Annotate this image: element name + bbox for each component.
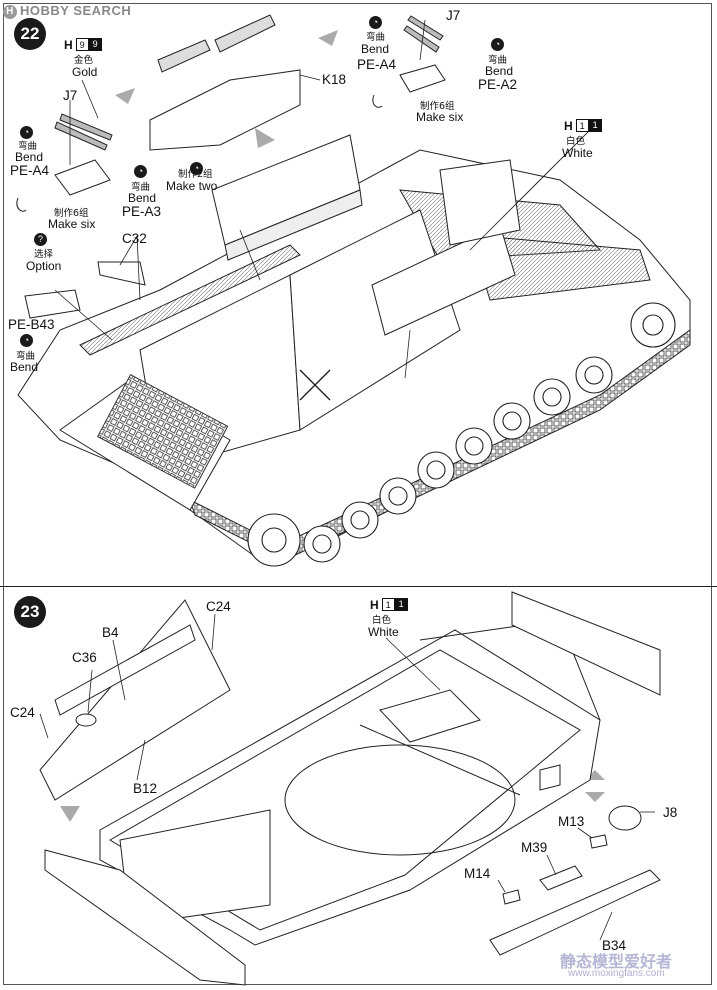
pe-a3-cn: 弯曲 — [131, 182, 151, 193]
page-frame — [3, 3, 712, 985]
paint-number-2: 1 — [588, 119, 602, 132]
bend-right-en: Bend — [361, 42, 390, 56]
white-cn-22: 白色 — [566, 136, 586, 147]
make-six-right-en: Make six — [416, 110, 464, 124]
option-en: Option — [26, 259, 62, 273]
paint-number-1: 1 — [381, 598, 395, 611]
step-22-badge: 22 — [14, 18, 46, 50]
k18-label: K18 — [322, 72, 347, 87]
pe-a4-right-label: PE-A4 — [357, 57, 397, 72]
make-two-en: Make two — [166, 179, 218, 193]
pe-a2-label: PE-A2 — [478, 77, 518, 92]
white-paint-code-22: H 1 1 — [564, 118, 602, 133]
c24-top-label: C24 — [206, 599, 231, 614]
small-parts-23 — [75, 713, 642, 905]
m14-label: M14 — [464, 866, 491, 881]
bend-icon: ◔ — [491, 38, 504, 51]
watermark-brand: HOBBY SEARCH — [20, 3, 132, 18]
white-paint-code-23: H 1 1 — [370, 597, 408, 612]
white-cn-23: 白色 — [372, 615, 392, 626]
step-23-badge: 23 — [14, 596, 46, 628]
bend-left-cn: 弯曲 — [18, 141, 38, 152]
paint-brand: H — [564, 118, 573, 133]
j8-label: J8 — [663, 805, 678, 820]
paint-number-2: 1 — [394, 598, 408, 611]
make-six-left-en: Make six — [48, 217, 96, 231]
b12-label: B12 — [133, 781, 158, 796]
bend-left-en: Bend — [15, 150, 44, 164]
pe-parts — [16, 64, 446, 319]
paint-brand: H — [370, 597, 379, 612]
c36-label: C36 — [72, 650, 97, 665]
paint-number-1: 9 — [75, 38, 89, 51]
bend-icon: ◔ — [369, 16, 382, 29]
paint-number-1: 1 — [575, 119, 589, 132]
m39-label: M39 — [521, 840, 548, 855]
bend-icon: ◔ — [20, 334, 33, 347]
b34-label: B34 — [602, 938, 627, 953]
site-watermark: 静态模型爱好者 — [560, 952, 673, 971]
make-six-left-cn: 制作6组 — [54, 208, 89, 219]
make-six-right-cn: 制作6组 — [420, 101, 455, 112]
pe-a3-bend: Bend — [128, 191, 157, 205]
bend-icon: ◔ — [190, 162, 203, 175]
site-watermark-url: www.moxingfans.com — [568, 968, 665, 979]
j7-right-label: J7 — [446, 8, 461, 23]
hobby-search-logo-icon: H — [3, 4, 17, 19]
tank-hull-drawing — [17, 69, 691, 561]
leader-lines-22 — [54, 19, 591, 379]
gold-paint-code: H 9 9 — [64, 37, 102, 52]
option-icon: ? — [34, 233, 47, 246]
leader-lines-23 — [39, 613, 655, 941]
white-en-22: White — [562, 146, 593, 160]
paint-number-2: 9 — [88, 38, 102, 51]
pe-a2-en: Bend — [485, 64, 514, 78]
hull-floor-drawing — [99, 619, 601, 946]
paint-brand: H — [64, 37, 73, 52]
c32-label: C32 — [122, 231, 147, 246]
pe-b43-en: Bend — [10, 360, 39, 374]
pe-a4-left-label: PE-A4 — [10, 163, 50, 178]
option-cn: 选择 — [34, 249, 54, 260]
bend-right-cn: 弯曲 — [366, 32, 386, 43]
make-two-cn: 制作2组 — [178, 169, 213, 180]
pe-a3-label: PE-A3 — [122, 204, 162, 219]
gold-en: Gold — [72, 65, 98, 79]
b4-label: B4 — [102, 625, 119, 640]
j7-left-label: J7 — [63, 88, 78, 103]
bend-icon: ◔ — [134, 165, 147, 178]
m13-label: M13 — [558, 814, 585, 829]
road-wheels — [247, 302, 676, 567]
pe-b43-cn: 弯曲 — [16, 351, 36, 362]
pe-b43-label: PE-B43 — [8, 317, 55, 332]
pe-a2-cn: 弯曲 — [488, 55, 508, 66]
step-divider — [0, 586, 717, 587]
c24-left-label: C24 — [10, 705, 35, 720]
gold-cn: 金色 — [74, 55, 94, 66]
bend-icon: ◔ — [20, 126, 33, 139]
shell-parts — [54, 14, 444, 151]
white-en-23: White — [368, 625, 399, 639]
